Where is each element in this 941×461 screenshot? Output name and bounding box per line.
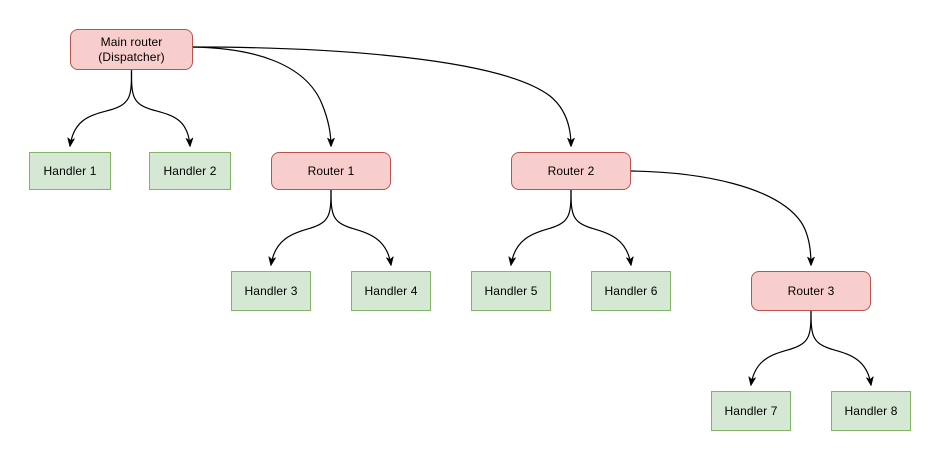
node-router-2-label: Router 2 (547, 163, 595, 178)
node-router-2[interactable]: Router 2 (511, 152, 631, 190)
edge-main-to-handler-2 (130, 69, 194, 147)
edge-router-2-to-handler-5 (508, 189, 572, 266)
node-handler-7-label: Handler 7 (724, 403, 778, 418)
edge-router-3-to-handler-7 (748, 310, 812, 386)
edge-router-2-to-handler-6 (570, 189, 634, 266)
node-handler-3-label: Handler 3 (244, 283, 298, 298)
edge-main-to-router-1 (192, 46, 335, 147)
node-main-router[interactable]: Main router (Dispatcher) (70, 29, 193, 70)
node-handler-7[interactable]: Handler 7 (711, 391, 791, 431)
node-main-router-label: Main router (Dispatcher) (98, 34, 165, 64)
node-router-3-label: Router 3 (787, 283, 835, 298)
node-handler-1[interactable]: Handler 1 (29, 152, 111, 190)
node-router-3[interactable]: Router 3 (751, 271, 871, 311)
edge-router-1-to-handler-4 (330, 189, 394, 266)
node-handler-2[interactable]: Handler 2 (149, 152, 231, 190)
node-handler-4-label: Handler 4 (364, 283, 418, 298)
node-handler-5-label: Handler 5 (484, 283, 538, 298)
edge-main-to-handler-1 (67, 69, 133, 147)
edge-router-1-to-handler-3 (268, 189, 332, 266)
node-handler-1-label: Handler 1 (43, 163, 97, 178)
edge-main-to-router-2 (192, 46, 575, 147)
edge-router-2-to-router-3 (630, 170, 815, 266)
node-handler-2-label: Handler 2 (163, 163, 217, 178)
node-handler-8[interactable]: Handler 8 (831, 391, 911, 431)
node-handler-6[interactable]: Handler 6 (591, 271, 671, 311)
node-handler-3[interactable]: Handler 3 (231, 271, 311, 311)
node-router-1[interactable]: Router 1 (271, 152, 391, 190)
node-handler-4[interactable]: Handler 4 (351, 271, 431, 311)
node-handler-8-label: Handler 8 (844, 403, 898, 418)
edge-router-3-to-handler-8 (810, 310, 874, 386)
node-handler-6-label: Handler 6 (604, 283, 658, 298)
node-router-1-label: Router 1 (307, 163, 355, 178)
node-handler-5[interactable]: Handler 5 (471, 271, 551, 311)
